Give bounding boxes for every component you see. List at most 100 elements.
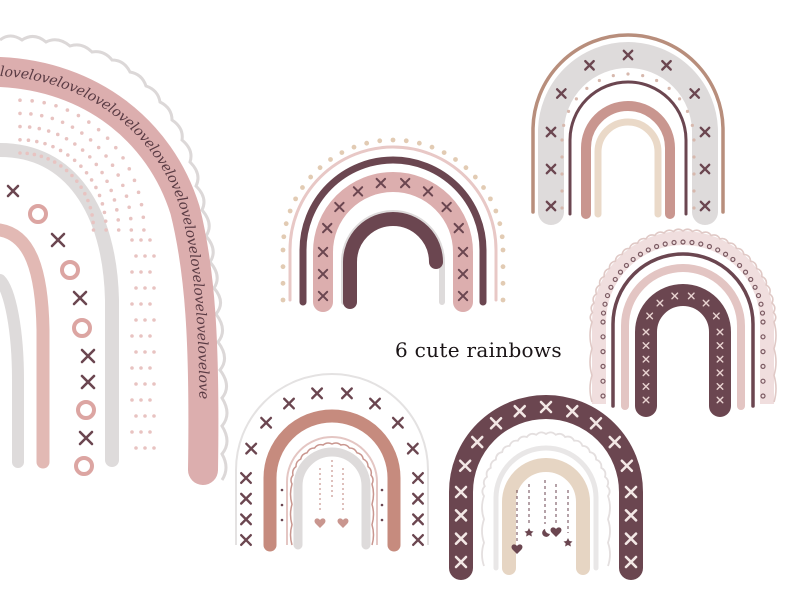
dot (64, 137, 69, 141)
dot (139, 366, 143, 370)
circle-bead (604, 292, 611, 299)
dot (18, 138, 22, 142)
cross-icon (716, 382, 724, 390)
cross-icon (412, 513, 424, 526)
circle-bead (759, 310, 766, 316)
dot (139, 302, 143, 306)
dot (88, 138, 93, 142)
dot (283, 221, 289, 227)
dot (80, 131, 84, 135)
cross-icon (457, 268, 469, 280)
cross-icon (545, 163, 557, 175)
cross-icon (716, 396, 724, 404)
dot (678, 97, 682, 101)
dot (148, 302, 152, 306)
rainbow-dotted-cross-dots (280, 137, 506, 303)
cross-icon (712, 312, 720, 320)
star-icon (524, 528, 534, 537)
rainbow-cross-drops-dots (280, 488, 384, 522)
rainbow-cross-drops (235, 373, 429, 552)
dot (152, 286, 156, 290)
dot (91, 228, 96, 232)
dot (463, 165, 469, 171)
dot (130, 334, 134, 338)
cross-icon (369, 397, 381, 410)
cross-icon (412, 492, 424, 505)
dot (134, 254, 138, 258)
dot (65, 108, 70, 112)
cross-icon (391, 416, 404, 429)
dot (139, 238, 143, 242)
dot (52, 160, 57, 164)
dot (73, 142, 77, 146)
dot (18, 124, 22, 129)
circle-bead (742, 269, 749, 275)
dot (280, 503, 284, 507)
dot (134, 382, 138, 386)
cross-icon (620, 459, 634, 473)
cross-icon (406, 442, 419, 455)
dot (104, 228, 108, 232)
circle-bead (623, 262, 630, 269)
dot (280, 247, 286, 253)
dot (317, 165, 323, 171)
cross-icon (624, 532, 638, 545)
cross-icon (545, 200, 557, 212)
dot (611, 74, 615, 78)
cross-icon (454, 509, 468, 522)
dot (50, 116, 55, 121)
dot (497, 221, 503, 227)
cross-icon (457, 246, 469, 258)
cross-icon (716, 342, 724, 350)
cross-icon (584, 59, 595, 71)
circle-bead (602, 301, 608, 307)
dot (566, 109, 571, 113)
circle-bead (758, 301, 764, 307)
circle-bead (760, 393, 766, 399)
dot (132, 178, 137, 183)
dot (88, 205, 93, 210)
dot (152, 318, 156, 322)
dot (75, 179, 79, 183)
dot (130, 238, 134, 242)
dot (560, 189, 564, 193)
dot (339, 150, 345, 155)
cross-icon (399, 177, 411, 189)
dot (500, 297, 506, 303)
dot (115, 208, 119, 212)
dot (280, 488, 284, 492)
dot (562, 123, 566, 127)
cross-icon (412, 534, 424, 546)
heart-icon (314, 518, 326, 528)
rainbow-plum-moon-dangles (516, 480, 569, 542)
big-rainbow-inner-grey-band (0, 274, 24, 468)
cross-icon (240, 472, 252, 484)
cross-icon (317, 246, 329, 258)
dot (141, 215, 146, 220)
dot (70, 125, 75, 129)
dot (25, 151, 30, 156)
circle-bead (698, 241, 704, 247)
dot (641, 74, 645, 78)
dot (143, 382, 147, 386)
dot (134, 350, 138, 354)
dot (104, 154, 108, 158)
cross-icon (513, 404, 527, 418)
dot (72, 158, 77, 163)
dot (655, 78, 659, 83)
dot (139, 270, 143, 274)
dot (139, 202, 144, 207)
dot (70, 173, 74, 178)
dot (453, 157, 458, 162)
dot (130, 270, 134, 274)
dot (46, 129, 51, 133)
rainbow-lace-cross-scallop (589, 228, 777, 403)
dot (143, 350, 147, 354)
cross-icon (608, 435, 622, 449)
cross-icon (642, 355, 650, 363)
dot (100, 170, 104, 175)
dot (103, 219, 108, 223)
big-rainbow-scallop-outline (0, 34, 229, 481)
dot (280, 518, 284, 522)
cross-icon (453, 222, 464, 234)
